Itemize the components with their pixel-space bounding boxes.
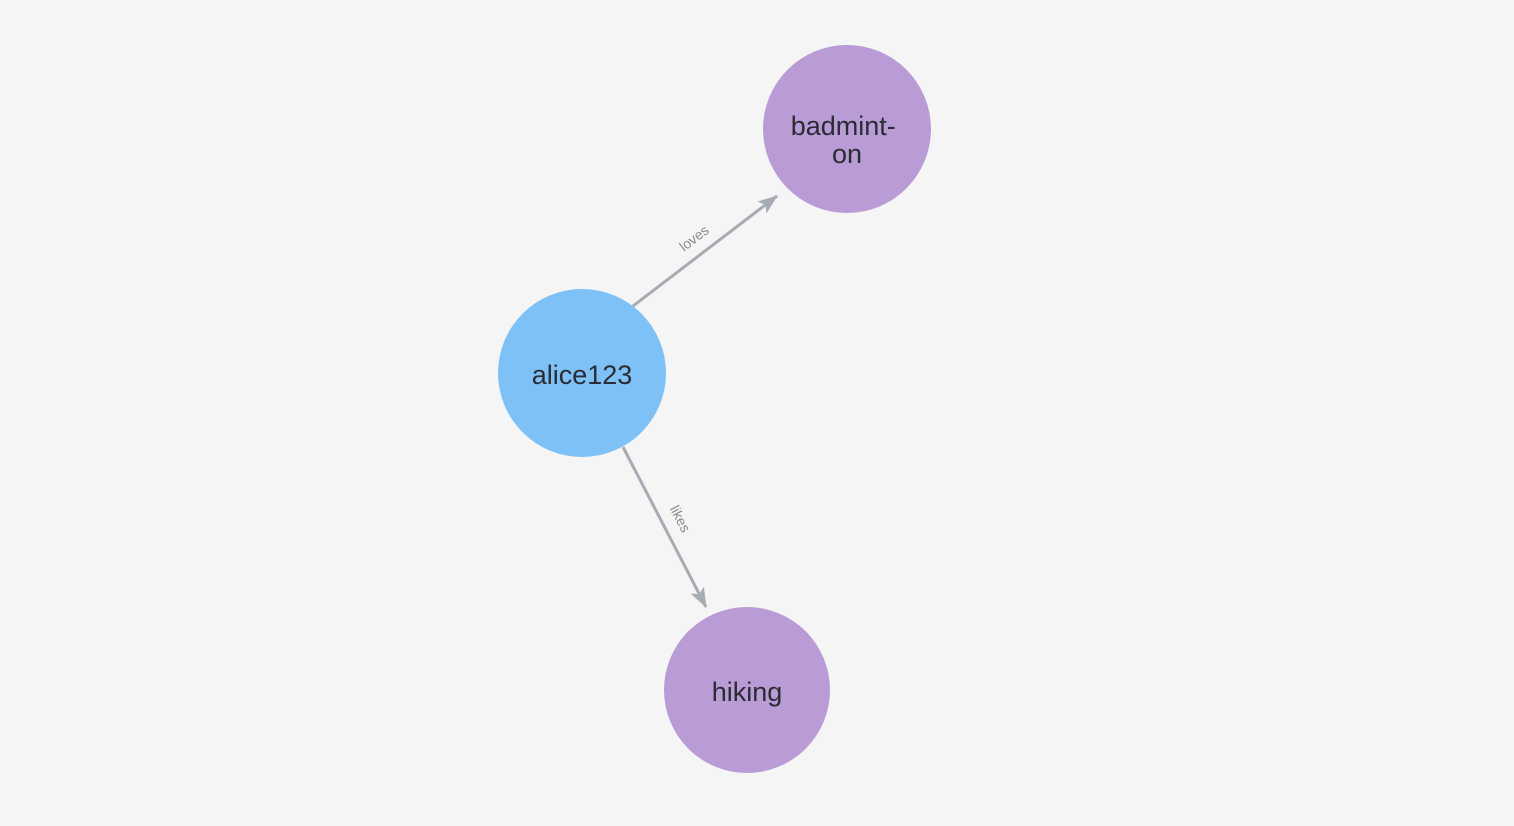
node-circle-badminton[interactable] bbox=[763, 45, 931, 213]
node-label-badminton: badmint- on bbox=[791, 111, 904, 169]
node-label-badminton-line1: badmint- bbox=[791, 111, 896, 141]
relationship-label-likes[interactable]: likes bbox=[667, 503, 694, 535]
node-circle-hiking[interactable] bbox=[664, 607, 830, 773]
edge-alice123-likes-hiking: likes bbox=[621, 446, 708, 608]
node-badminton[interactable]: badmint- on bbox=[763, 45, 931, 213]
node-label-badminton-line2: on bbox=[832, 139, 862, 169]
node-label-alice123: alice123 bbox=[532, 360, 633, 390]
relationship-line-likes[interactable] bbox=[621, 446, 708, 608]
edge-alice123-loves-badminton: loves bbox=[632, 194, 778, 308]
relationship-line-loves[interactable] bbox=[632, 194, 778, 308]
node-label-hiking: hiking bbox=[712, 677, 783, 707]
node-circle-alice123[interactable] bbox=[498, 289, 666, 457]
node-hiking[interactable]: hiking bbox=[664, 607, 830, 773]
node-alice123[interactable]: alice123 bbox=[498, 289, 666, 457]
